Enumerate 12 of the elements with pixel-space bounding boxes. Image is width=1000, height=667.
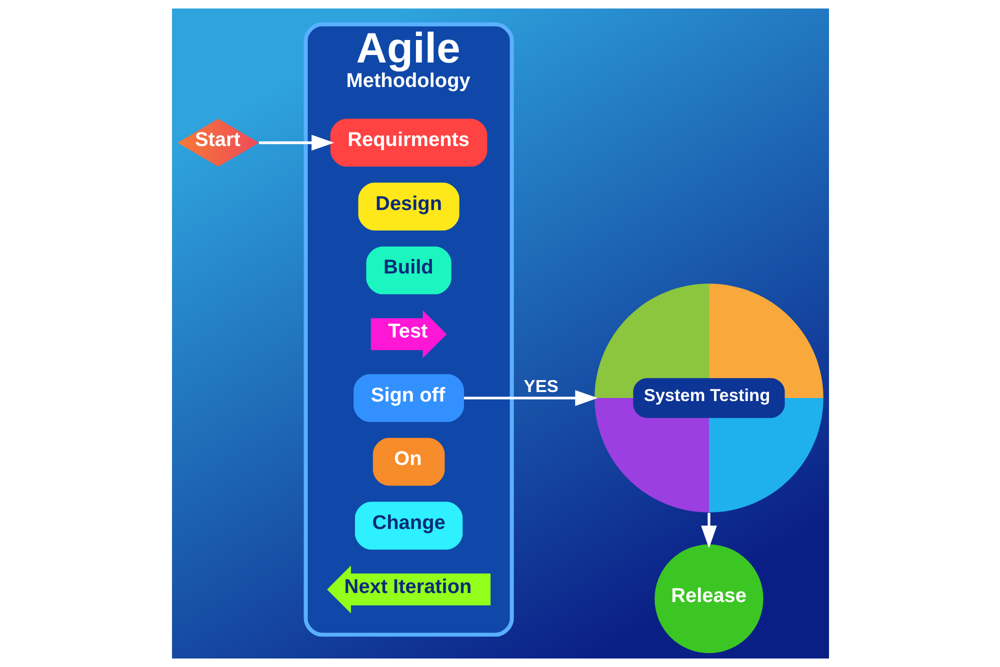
edge-label: YES xyxy=(523,376,558,396)
node-box: Change xyxy=(354,502,462,550)
arrow xyxy=(700,512,716,548)
node-circle: Release xyxy=(654,544,763,654)
arrow xyxy=(258,134,334,151)
arrow xyxy=(464,390,598,406)
node-box: Sign off xyxy=(353,374,464,422)
node-box: Build xyxy=(366,246,451,294)
node-diamond: Start xyxy=(177,118,258,167)
node-box: On xyxy=(372,438,444,486)
node-box: Design xyxy=(358,182,459,230)
node-box: Requirments xyxy=(330,118,487,167)
